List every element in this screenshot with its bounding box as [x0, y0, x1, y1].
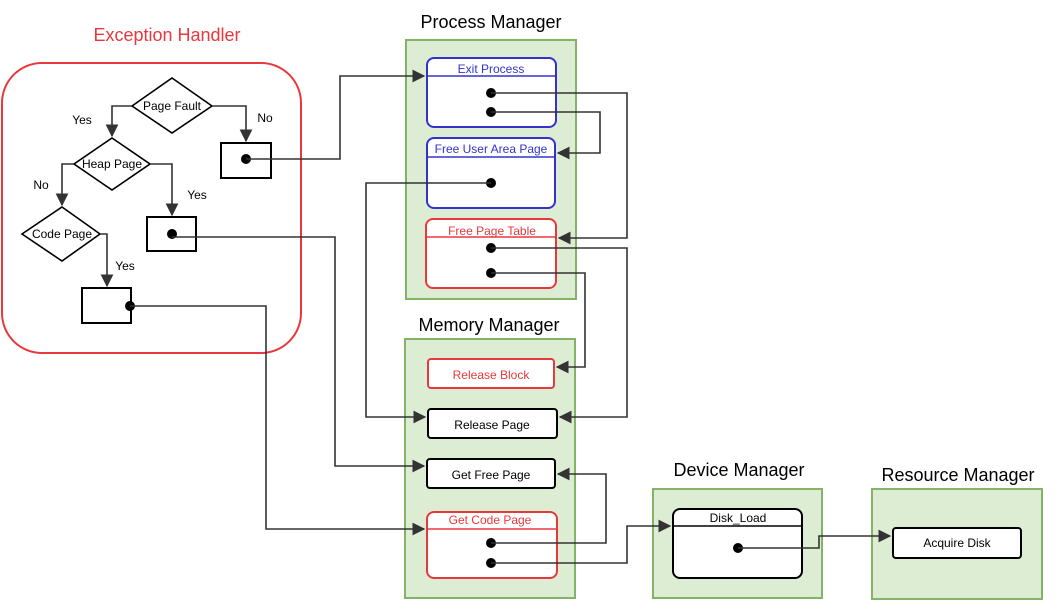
disk-load-label: Disk_Load [710, 511, 767, 525]
page-fault-label: Page Fault [143, 99, 202, 113]
edge-heap-page-no [55, 163, 74, 207]
heap-page-label: Heap Page [82, 157, 142, 171]
code-page-label: Code Page [32, 227, 92, 241]
edge-disk-load-to-acquire-disk [738, 529, 892, 549]
resource-manager-group: Resource Manager Acquire Disk [871, 465, 1043, 600]
edge-label-yes-1: Yes [72, 113, 92, 127]
edge-code-page-yes [100, 233, 114, 288]
edge-get-code-page-to-get-free-page [491, 467, 607, 544]
release-page-block[interactable] [427, 408, 558, 439]
edge-code-page-to-get-code-page [130, 305, 426, 536]
edge-heap-page-yes [150, 163, 179, 217]
exit-process-label: Exit Process [458, 62, 525, 76]
edge-label-yes-2: Yes [187, 188, 207, 202]
get-free-page-block[interactable] [426, 458, 556, 489]
free-user-area-page-block[interactable] [426, 137, 556, 209]
get-code-page-label: Get Code Page [449, 513, 532, 527]
device-manager-group: Device Manager Disk_Load [652, 460, 823, 599]
process-manager-title: Process Manager [420, 12, 561, 32]
edge-free-page-table-to-release-block [491, 272, 586, 374]
get-free-page-label: Get Free Page [452, 468, 531, 482]
edge-get-code-page-to-disk-load [491, 519, 672, 564]
code-page-decision[interactable] [20, 206, 102, 262]
page-fault-decision[interactable] [130, 77, 214, 134]
exception-handler-title: Exception Handler [93, 25, 240, 45]
edge-exit-process-to-free-page-table [491, 92, 628, 245]
edge-label-no-2: No [33, 178, 49, 192]
edge-page-fault-no [212, 105, 253, 143]
free-user-area-page-label: Free User Area Page [435, 142, 548, 156]
edge-page-fault-to-exit-process [246, 69, 426, 160]
free-page-table-label: Free Page Table [448, 224, 536, 238]
edge-free-page-table-to-release-page [491, 247, 628, 424]
heap-page-decision[interactable] [72, 137, 152, 191]
edge-exit-process-to-free-user-area-page [491, 111, 601, 160]
connectors [130, 69, 892, 564]
release-page-label: Release Page [454, 418, 530, 432]
exception-handler-frame [1, 62, 302, 354]
edge-label-no-1: No [257, 111, 273, 125]
edge-free-user-area-page-to-release-page [365, 182, 491, 424]
memory-manager-group: Memory Manager Release Block Release Pag… [404, 315, 576, 599]
release-block-block[interactable] [427, 358, 555, 389]
acquire-disk-block[interactable] [892, 527, 1022, 559]
process-manager-group: Process Manager Exit Process Free User A… [405, 12, 577, 300]
memory-manager-title: Memory Manager [418, 315, 559, 335]
acquire-disk-label: Acquire Disk [923, 536, 991, 550]
release-block-label: Release Block [453, 368, 531, 382]
edge-heap-page-to-get-free-page [172, 236, 426, 473]
device-manager-title: Device Manager [673, 460, 804, 480]
exception-handler-group: Exception Handler Page Fault Heap Page C… [1, 25, 302, 354]
edge-page-fault-yes [105, 105, 132, 138]
edge-label-yes-3: Yes [115, 259, 135, 273]
code-page-yes-box[interactable] [81, 287, 132, 324]
resource-manager-title: Resource Manager [881, 465, 1034, 485]
